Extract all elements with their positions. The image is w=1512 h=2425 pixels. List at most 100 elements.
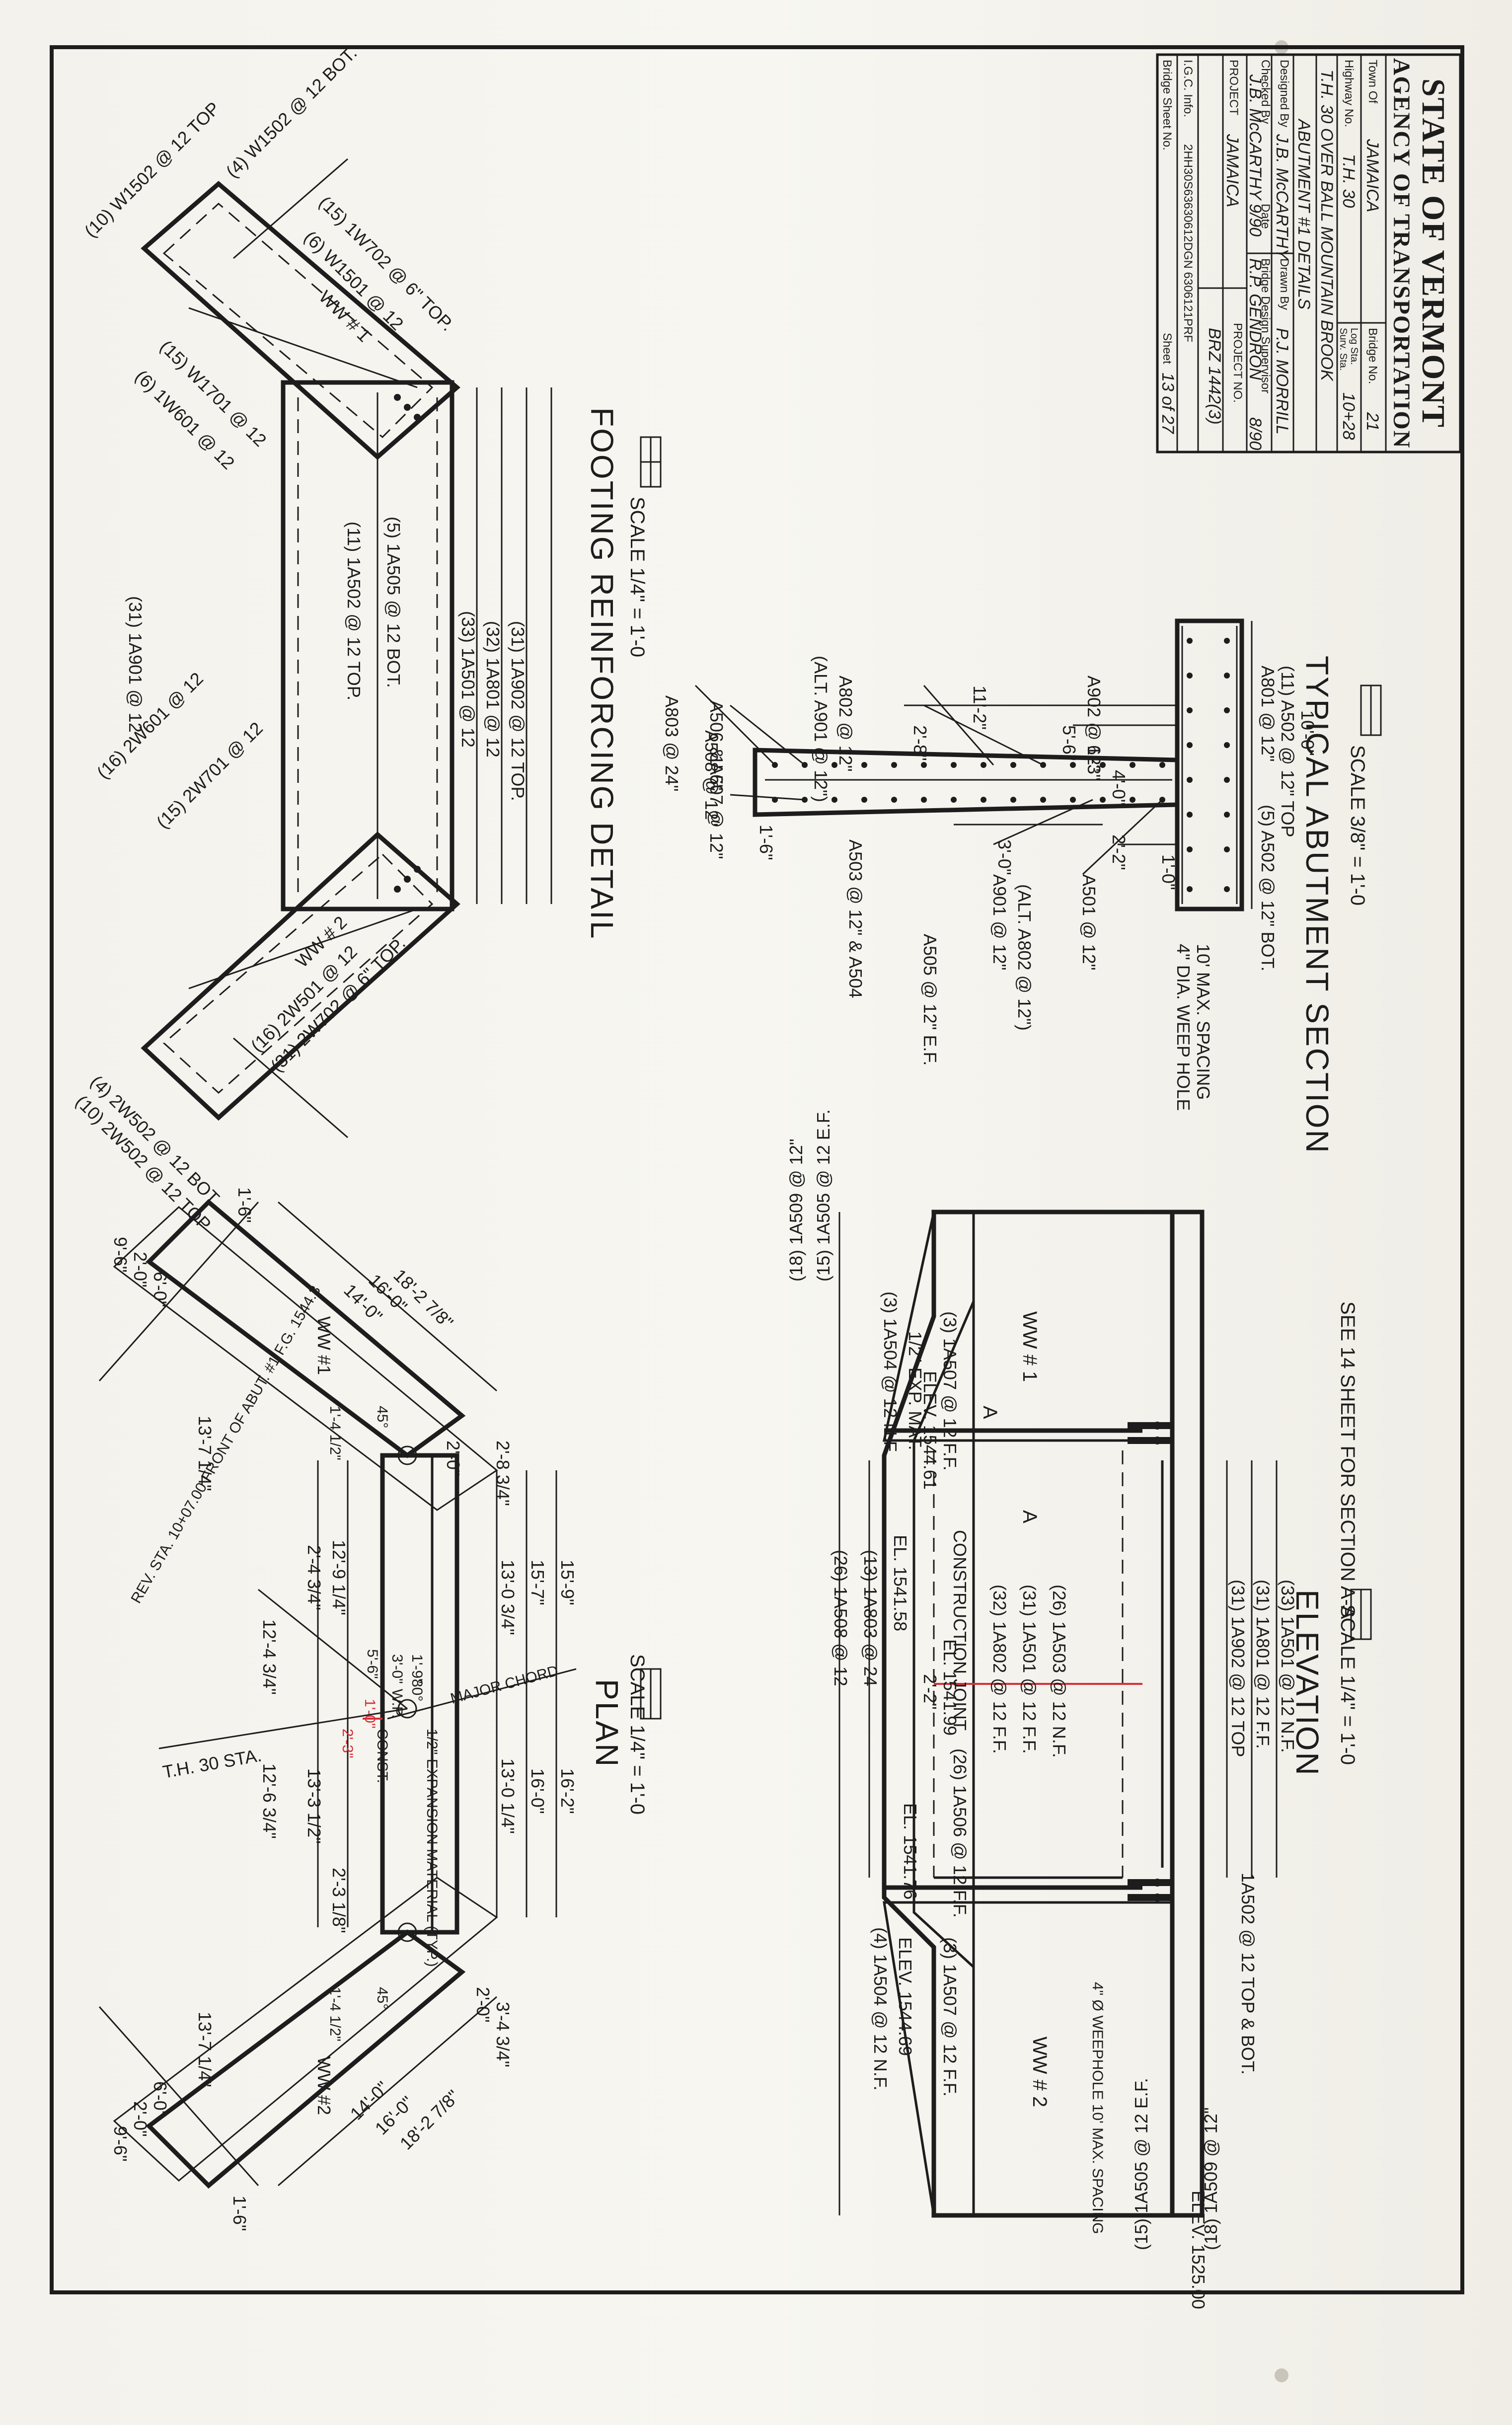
section-label: A901 @ 12" [989,874,1010,970]
plan-label: 1'-4 1/2" [327,1406,343,1460]
plan-label: 6'-0" [150,2081,170,2117]
section-footing-outline [1175,618,1244,911]
scale-bar [640,1668,662,1720]
plan-label: 13'-3 1/2" [304,1768,324,1844]
scale-bar [1360,684,1382,736]
section-label: 1'-6" [756,825,776,860]
section-label: A505 @ 12" E.F. [920,934,940,1065]
section-label: 4'-0" [1109,770,1129,806]
section-label: (ALT. A802 @ 12") [1014,884,1035,1031]
plan-label: 16'-2" [557,1768,578,1814]
plan-label: 1'-4 1/2" [327,1987,343,2042]
tb-surv-sta-label: Surv. Sta. [1338,328,1349,371]
plan-title: PLAN [589,1679,625,1768]
elev-label: (15) 1A505 @ 12 E.F. [813,1109,833,1282]
plan-label: 80° [409,1679,425,1701]
plan-label: 2'-0" [473,1987,493,2023]
elev-label: (31) 1A902 @ 12 TOP [1228,1580,1248,1757]
elev-label: (33) 1A501 @ 12 N.F. [1278,1580,1298,1753]
plan-label: 5'-6" [364,1649,380,1679]
elev-label: EL. 1541.76 [900,1803,920,1899]
tb-project: JAMAICA [1223,134,1242,207]
elev-label: (32) 1A802 @ 12 F.F. [989,1585,1010,1754]
section-ref: SEE 14 SHEET FOR SECTION A-A [1337,1301,1359,1619]
tb-state: STATE OF VERMONT [1415,78,1451,428]
elev-label: A [1019,1510,1041,1523]
elev-label: WW # 1 [1019,1311,1041,1382]
plan-label: 9'-6" [110,1237,131,1273]
tb-agency: AGENCY OF TRANSPORTATION [1388,58,1415,449]
plan-label: 2'-0" [443,1440,463,1476]
section-label: 1'-0" [1158,854,1179,890]
elev-label: EL. 1541.99 [940,1639,960,1736]
scale-bar [640,436,662,488]
tb-stations: 10+28 [1339,392,1358,440]
redline-note: 2'-3" [339,1729,356,1758]
tb-sheet: 13 of 27 [1158,373,1177,434]
tb-highway-label: Highway No. [1342,60,1356,127]
footing-title: FOOTING REINFORCING DETAIL [584,407,620,940]
section-label: 5'-6" [1059,725,1079,761]
tb-igc: 2HH30S63630612DGN 6306121PRF [1181,144,1195,342]
tb-project-no-label: PROJECT NO. [1231,323,1244,403]
footing-label: (33) 1A501 @ 12 [458,611,478,748]
footing-label: (31) 1A901 @ 12 [125,596,146,733]
plan-label: 2'-0" [130,1252,151,1288]
footing-label: (32) 1A801 @ 12 [483,621,503,758]
tb-checked: J.B. McCARTHY [1246,74,1265,201]
tb-supervisor: R.P. GENDRON [1246,258,1265,380]
tb-subject: ABUTMENT #1 DETAILS [1294,118,1313,309]
section-label: (5) A502 @ 12" BOT. [1258,805,1278,971]
plan-scale: SCALE 1/4" = 1'-0 [626,1654,648,1815]
section-label: 10' MAX. SPACING [1193,944,1213,1100]
plan-label: 13'-0 1/4" [498,1758,518,1834]
elev-label: CONSTRUCTION JOINT [950,1530,970,1731]
plan-label: WW #2 [314,2056,334,2115]
plan-label: 13'-7 1/4" [195,2012,215,2087]
redline-mark: 1'-0" [362,1699,378,1729]
tb-town: JAMAICA [1363,139,1382,212]
plan-label: 12'-6 3/4" [259,1763,280,1839]
elev-wall-outline [882,1210,1175,2218]
plan-label: 13'-7 1/4" [195,1416,215,1491]
section-label: A501 @ 12" [1079,874,1099,970]
abutment-section: A803 @ 24" 1'-6" A508 @ 12" A506 & A507 … [662,618,1382,1154]
section-label: 3'-0" [994,839,1015,875]
section-scale: SCALE 3/8" = 1'-0 [1347,745,1368,906]
tb-project-no: BRZ 1442(3) [1205,328,1224,425]
tb-crossing: T.H. 30 OVER BALL MOUNTAIN BROOK [1317,70,1336,381]
plan-centerline [158,1708,408,1749]
footing-main-outline [281,380,454,911]
elev-label: A [979,1406,1001,1419]
plan-label: 1'-6" [229,2196,250,2231]
plan-major-chord [387,1668,577,1720]
elev-ww2-outline [883,1901,1174,2217]
section-label: A802 @ 12" [835,676,856,771]
section-label: A801 @ 12" [1258,666,1278,761]
elev-label: (26) 1A506 @ 12 F.F. [950,1748,970,1918]
section-label: (ALT. A901 @ 12") [811,656,831,802]
plan-ww1-outline [146,1199,466,1458]
tb-log-sta-label: Log Sta. [1349,328,1360,365]
tb-designed-label: Designed By [1278,60,1291,127]
tb-bridge-no: 21 [1363,412,1382,431]
elev-label: (26) 1A508 @ 12 [831,1550,851,1686]
section-label: (11) A502 @ 12" TOP [1278,666,1298,837]
elev-label: (26) 1A503 @ 12 N.F. [1049,1585,1069,1758]
plan-label: 15'-9" [557,1560,578,1605]
elevation-view: (18) 1A509 @ 12" (15) 1A505 @ 12 E.F. (3… [786,1109,1372,2309]
elev-label: 2'-2" [920,1674,940,1710]
elev-label: 4" Ø WEEPHOLE 10' MAX. SPACING [1089,1982,1106,2234]
plan-label: 3'-4 3/4" [493,2002,513,2067]
plan-label: 2'-0" [130,2101,151,2137]
tb-designed: J.B. McCARTHY [1273,134,1291,261]
elev-label: EL. 1541.58 [890,1535,910,1631]
footing-label: (31) 1A902 @ 12 TOP. [508,621,528,801]
tb-town-label: Town Of [1366,60,1379,103]
elevation-scale: SCALE 1/4" = 1'-0 [1337,1604,1359,1765]
footing-ww1-outline [141,181,460,460]
plan-label: 3'-0" [389,1654,405,1684]
section-label: 10'-0" [1297,710,1318,756]
plan-label: 1'-9" [409,1654,425,1684]
